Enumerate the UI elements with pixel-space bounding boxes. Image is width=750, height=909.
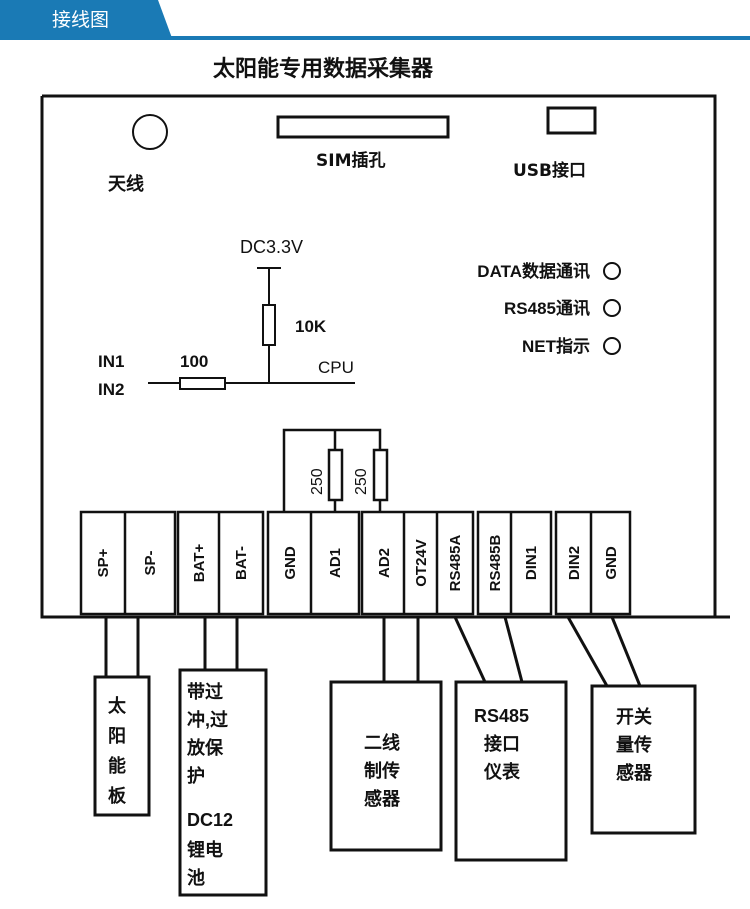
header-tab-label: 接线图 [52,9,109,31]
terminal-blocks [79,510,632,616]
terminal-label: OT24V [413,539,430,587]
rs485-meter-box [454,680,568,862]
in1-label: IN1 [98,352,124,371]
switch-sensor-label: 感器 [616,762,653,783]
battery-label: DC12 [187,810,233,830]
battery-label: 护 [187,765,205,786]
sim-label: SIM插孔 [316,150,386,171]
terminal-label: AD1 [327,548,344,578]
antenna-icon [132,114,168,150]
usb-label: USB接口 [513,160,586,181]
header-rule [0,36,750,40]
solar-panel-label: 太 [108,695,127,716]
led-label-data: DATA数据通讯 [477,261,590,281]
battery-label: 冲,过 [187,709,228,730]
shunt-resistor-label: 250 [309,468,326,495]
rs485-meter-label: 接口 [484,733,520,754]
terminal-label: DIN2 [566,546,583,580]
two-wire-sensor-box [329,680,443,852]
wires [104,616,642,687]
wiring-diagram: 太阳能专用数据采集器 天线 SIM插孔 USB接口 DC3.3V 10K 100… [40,56,730,897]
usb-port [546,106,597,135]
shunt-resistor-label: 250 [353,468,370,495]
cpu-label: CPU [318,358,354,377]
header-tab [0,0,172,38]
terminal-label: RS485B [487,534,504,591]
led-net [603,337,621,355]
rs485-meter-label: 仪表 [483,761,521,782]
device-enclosure [42,94,717,617]
solar-panel-label: 板 [108,785,127,806]
led-data [603,262,621,280]
led-rs485 [603,299,621,317]
input-circuit [148,267,355,390]
supply-label: DC3.3V [240,237,303,257]
section-header: 接线图 [0,0,750,40]
led-label-net: NET指示 [522,336,590,356]
two-wire-sensor-label: 二线 [364,732,400,753]
battery-label: 带过 [187,681,223,702]
terminal-label: AD2 [376,548,393,578]
battery-box [178,668,268,897]
terminal-label: RS485A [447,534,464,591]
terminal-label: SP+ [95,548,112,577]
shunt-network [282,428,389,512]
input-resistor-label: 100 [180,352,208,371]
device-enclosure-base [40,96,730,619]
terminal-label: BAT+ [191,544,208,583]
rs485-meter-label: RS485 [474,706,529,726]
terminal-label: GND [282,546,299,580]
switch-sensor-label: 量传 [616,734,652,755]
switch-sensor-label: 开关 [616,706,652,727]
sim-slot [276,115,450,139]
solar-panel-label: 能 [108,755,126,776]
switch-sensor-box [590,684,697,835]
antenna-label: 天线 [108,173,144,195]
battery-label: 放保 [186,737,224,758]
led-label-rs485: RS485通讯 [504,299,590,318]
two-wire-sensor-label: 感器 [364,788,401,809]
pullup-resistor-label: 10K [295,317,327,336]
battery-label: 锂电 [187,839,223,860]
terminal-label: BAT- [233,546,250,580]
solar-panel-label: 阳 [108,726,126,746]
diagram-title: 太阳能专用数据采集器 [213,56,434,82]
terminal-label: DIN1 [523,546,540,580]
terminal-label: SP- [142,550,159,575]
terminal-label: GND [603,546,620,580]
battery-label: 池 [187,867,205,888]
input-resistor [179,377,226,390]
terminal-labels: SP+ SP- BAT+ BAT- GND AD1 AD2 OT24V RS48… [95,534,620,591]
two-wire-sensor-label: 制传 [364,760,400,781]
solar-panel-box [93,675,151,817]
pullup-resistor [262,304,276,346]
in2-label: IN2 [98,380,124,399]
